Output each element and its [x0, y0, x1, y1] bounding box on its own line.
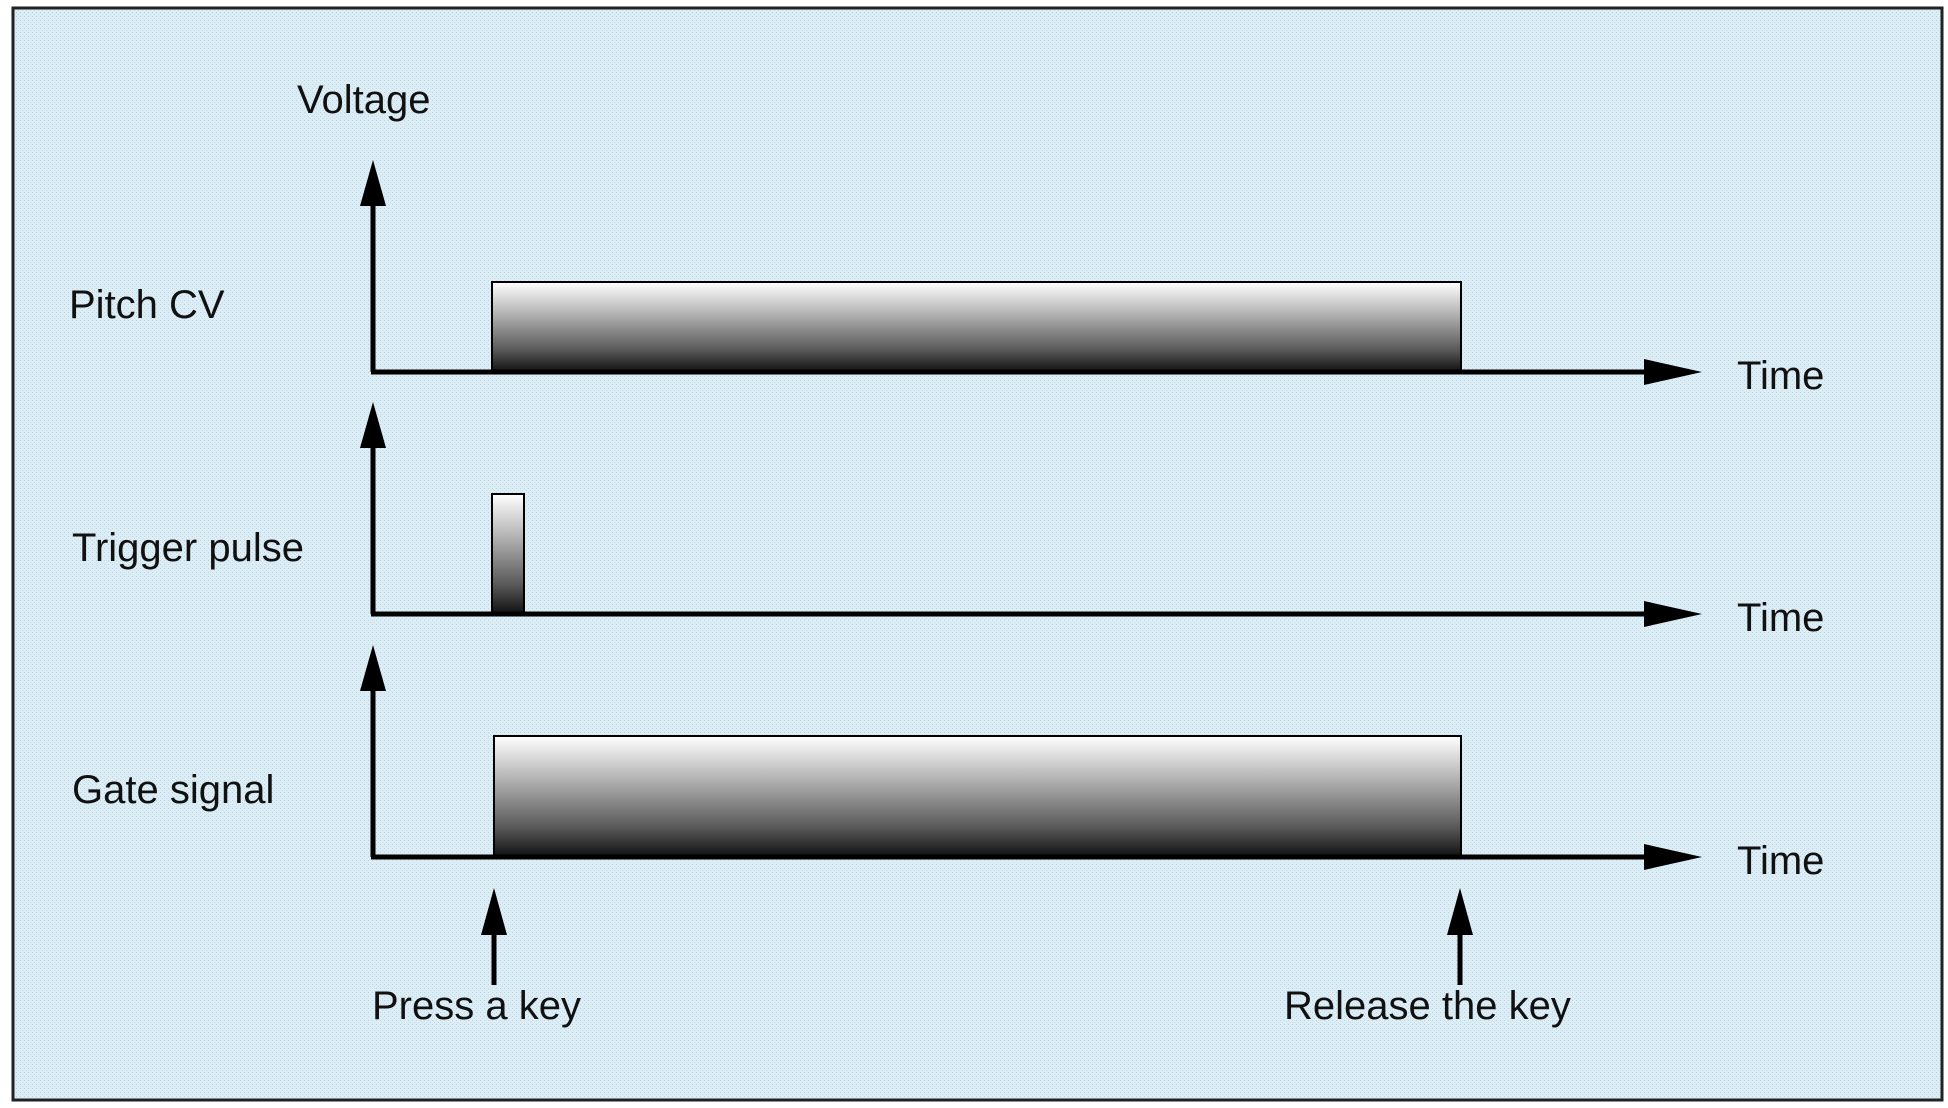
arrow-up-icon: [360, 645, 386, 691]
time-axis-label-2: Time: [1737, 596, 1824, 640]
arrow-up-icon: [481, 888, 507, 935]
pitch-cv-label: Pitch CV: [69, 283, 225, 327]
arrow-right-icon: [1644, 844, 1702, 870]
trigger-pulse-label: Trigger pulse: [72, 526, 304, 570]
arrow-right-icon: [1644, 359, 1702, 385]
pitch-cv-pulse: [491, 281, 1462, 373]
time-axis-label-1: Time: [1737, 354, 1824, 398]
time-axis-label-3: Time: [1737, 839, 1824, 883]
diagram-panel: [11, 6, 1944, 1102]
release-key-label: Release the key: [1284, 984, 1571, 1028]
voltage-axis-label: Voltage: [297, 78, 430, 122]
trigger-pulse-bar: [491, 493, 525, 615]
arrow-up-icon: [360, 402, 386, 448]
arrow-up-icon: [360, 160, 386, 206]
arrow-up-icon: [1447, 888, 1473, 935]
gate-signal-label: Gate signal: [72, 768, 274, 812]
gate-signal-pulse: [493, 735, 1462, 858]
press-key-label: Press a key: [372, 984, 581, 1028]
arrow-right-icon: [1644, 601, 1702, 627]
